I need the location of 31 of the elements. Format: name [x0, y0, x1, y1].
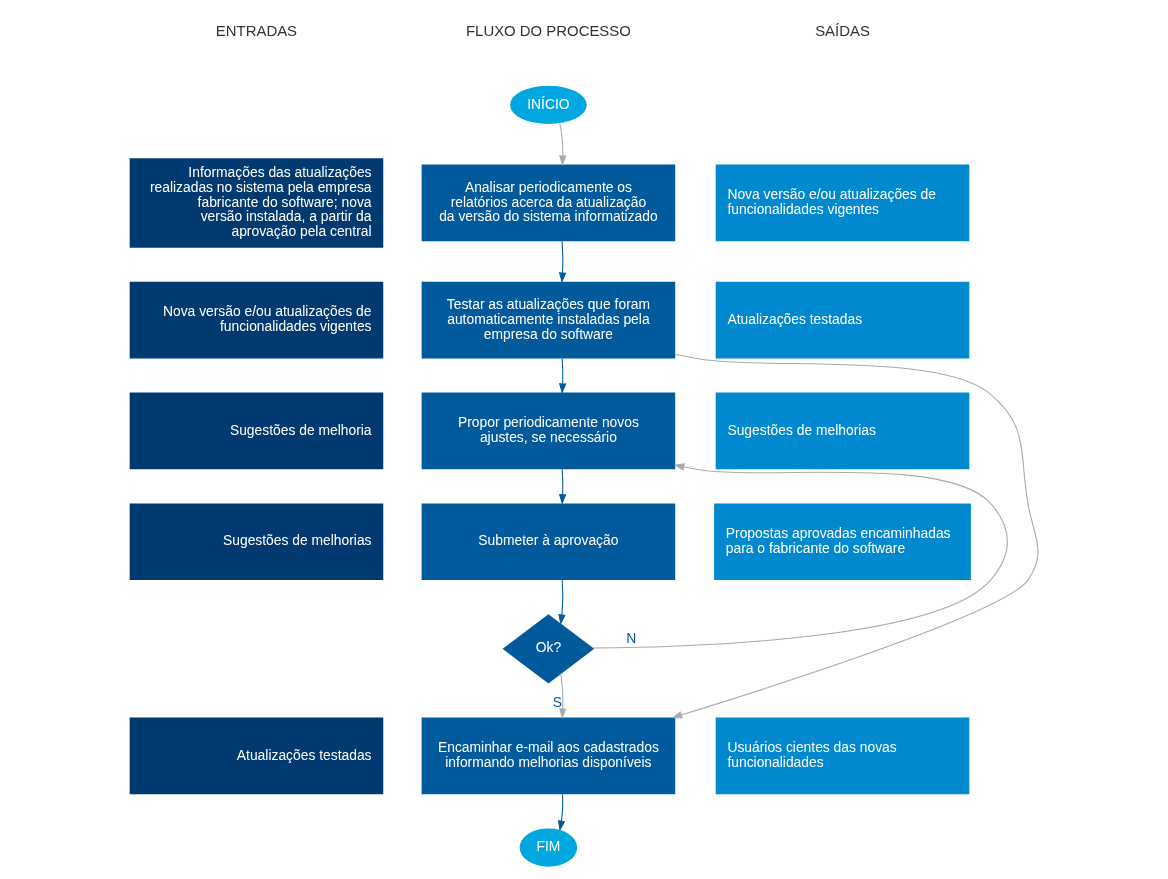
node-box: Nova versão e/ou atualizações de funcionalidades vigentes — [715, 164, 970, 241]
label: ENTRADAS — [215, 22, 298, 39]
label: SAÍDAS — [815, 22, 870, 39]
arrow — [559, 122, 567, 166]
arrow — [558, 468, 567, 505]
node-ellipse: FIM — [519, 827, 578, 867]
node-box: Usuários cientes das novas funcionalidades — [715, 717, 970, 794]
node-box: Submeter à aprovação — [421, 502, 676, 580]
label: FLUXO DO PROCESSO — [466, 22, 631, 39]
node-box: Testar as atualizações que foram automaticamente instaladas pela empresa do software — [421, 281, 676, 358]
node-box: Atualizações testadas — [129, 717, 384, 794]
node-box: Encaminhar e-mail aos cadastrados informando melhorias disponíveis — [421, 717, 676, 794]
node-ellipse: INÍCIO — [510, 85, 587, 124]
node-box: Informações das atualizações realizadas no sistema pela empresa fabricante do software; nova versão instalada, a partir da aprovação pela central — [129, 157, 384, 248]
node-box: Nova versão e/ou atualizações de funcionalidades vigentes — [129, 281, 384, 358]
arrow — [558, 579, 566, 625]
arrow — [558, 240, 567, 283]
edge-label: S — [552, 693, 562, 710]
node-box: Sugestões de melhorias — [129, 502, 384, 580]
node-box: Propor periodicamente novos ajustes, se necessário — [421, 392, 676, 469]
arrow — [671, 353, 1039, 718]
arrow — [559, 673, 567, 719]
node-box: Analisar periodicamente os relatórios acerca da atualização da versão do sistema informatizado — [421, 164, 676, 241]
arrow — [558, 357, 567, 394]
node-box: Sugestões de melhorias — [715, 392, 970, 469]
node-box: Propostas aprovadas encaminhadas para o fabricante do software — [714, 502, 971, 580]
node-box: Sugestões de melhoria — [129, 392, 384, 469]
edge-label: N — [626, 629, 637, 646]
arrow — [592, 462, 1008, 648]
arrow — [557, 793, 566, 831]
node-box: Atualizações testadas — [715, 281, 970, 358]
